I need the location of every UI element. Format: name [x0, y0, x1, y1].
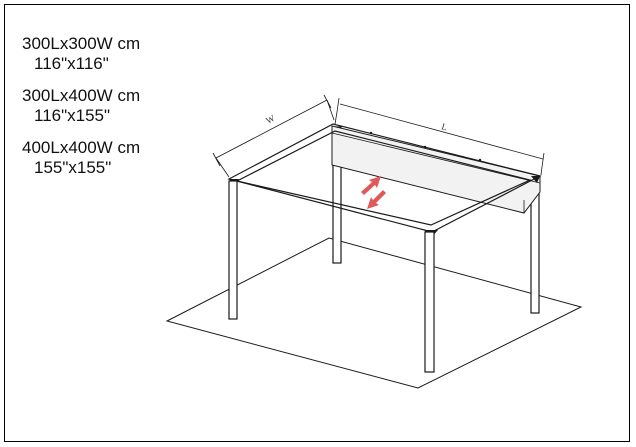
ground-plane [165, 237, 583, 389]
length-label: L [440, 121, 448, 132]
front-right-leg [424, 231, 435, 373]
size-option: 300Lx400W cm 116"x155" [22, 86, 140, 126]
size-imperial: 116"x155" [34, 106, 111, 125]
double-arrow-icon [361, 176, 386, 209]
size-option: 300Lx300W cm 116"x116" [22, 34, 140, 74]
roof-housing [331, 125, 541, 214]
length-dimension [334, 97, 545, 176]
front-left-leg [228, 180, 238, 320]
size-imperial: 116"x116" [34, 54, 109, 73]
size-metric: 300Lx400W cm [22, 86, 141, 105]
size-options-list: 300Lx300W cm 116"x116" 300Lx400W cm 116"… [22, 34, 140, 190]
size-metric: 300Lx300W cm [22, 34, 141, 53]
diagram-frame [4, 4, 630, 442]
width-dimension [212, 94, 335, 178]
size-imperial: 155"x155" [34, 158, 112, 177]
width-label: W [264, 113, 277, 126]
size-metric: 400Lx400W cm [22, 138, 141, 157]
size-option: 400Lx400W cm 155"x155" [22, 138, 140, 178]
